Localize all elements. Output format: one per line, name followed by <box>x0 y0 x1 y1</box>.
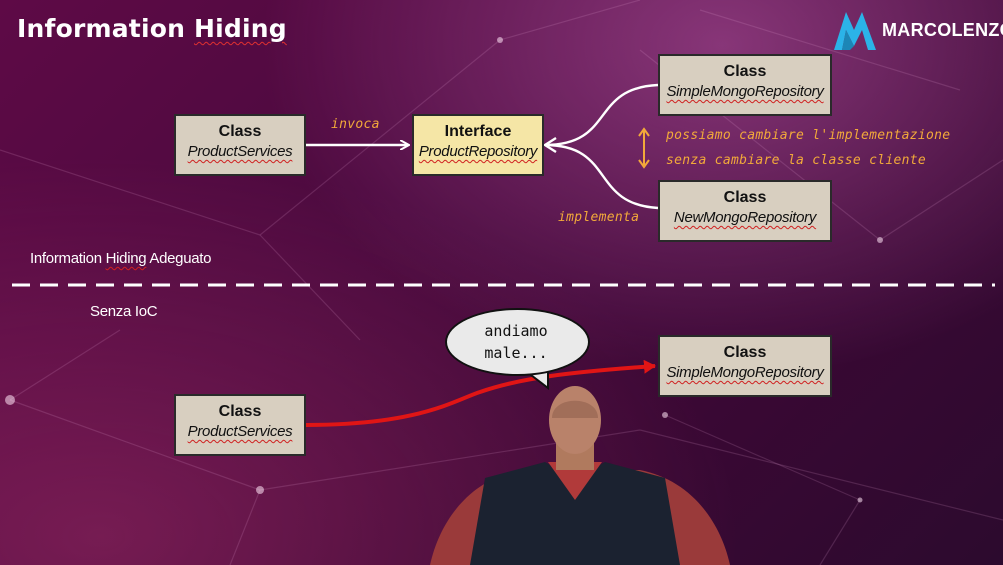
box-kind: Interface <box>444 123 512 140</box>
implements-arrowhead <box>542 136 557 154</box>
label-part: Hiding <box>105 250 147 267</box>
box-product-services-bottom: Class ProductServices <box>174 394 306 456</box>
direct-dependency-arrow <box>305 359 656 427</box>
invoca-label: invoca <box>331 117 380 132</box>
implementa-label: implementa <box>558 210 640 225</box>
swap-arrow-icon <box>638 127 650 169</box>
box-class-name: SimpleMongoRepository <box>666 364 824 381</box>
speech-bubble <box>445 308 590 376</box>
box-class-name: NewMongoRepository <box>673 209 817 226</box>
section-label-adequate: Information Hiding Adeguato <box>30 250 212 267</box>
slide-title: Information Hiding <box>17 14 287 43</box>
logo-mark-icon <box>834 12 876 50</box>
presenter-photo <box>430 386 730 565</box>
implements-curve-bottom <box>544 143 659 210</box>
box-class-name: ProductRepository <box>418 143 538 160</box>
brand-name: MARCOLENZO.IT <box>882 19 1003 40</box>
box-simple-mongo-repository-bottom: Class SimpleMongoRepository <box>658 335 832 397</box>
box-kind: Class <box>218 403 262 420</box>
box-kind: Class <box>723 63 767 80</box>
box-class-name: ProductServices <box>187 423 293 440</box>
title-word: Hiding <box>194 14 287 43</box>
box-class-name: ProductServices <box>187 143 293 160</box>
speech-bubble-text: andiamo male... <box>466 320 566 364</box>
box-kind: Class <box>723 189 767 206</box>
section-label-senza-ioc: Senza IoC <box>90 303 158 320</box>
note-line-2: senza cambiare la classe cliente <box>666 153 927 168</box>
label-part: Adeguato <box>146 250 212 267</box>
note-line-1: possiamo cambiare l'implementazione <box>666 128 951 143</box>
title-prefix: Information <box>17 14 194 43</box>
label-part: Information <box>30 250 106 267</box>
box-class-name: SimpleMongoRepository <box>666 83 824 100</box>
box-new-mongo-repository: Class NewMongoRepository <box>658 180 832 242</box>
box-product-services: Class ProductServices <box>174 114 306 176</box>
implements-curve-top <box>544 83 659 147</box>
box-kind: Class <box>218 123 262 140</box>
box-simple-mongo-repository: Class SimpleMongoRepository <box>658 54 832 116</box>
bubble-line-2: male... <box>484 344 548 362</box>
brand-logo: MARCOLENZO.IT <box>832 8 1003 52</box>
box-product-repository: Interface ProductRepository <box>412 114 544 176</box>
bubble-line-1: andiamo <box>484 322 548 340</box>
box-kind: Class <box>723 344 767 361</box>
